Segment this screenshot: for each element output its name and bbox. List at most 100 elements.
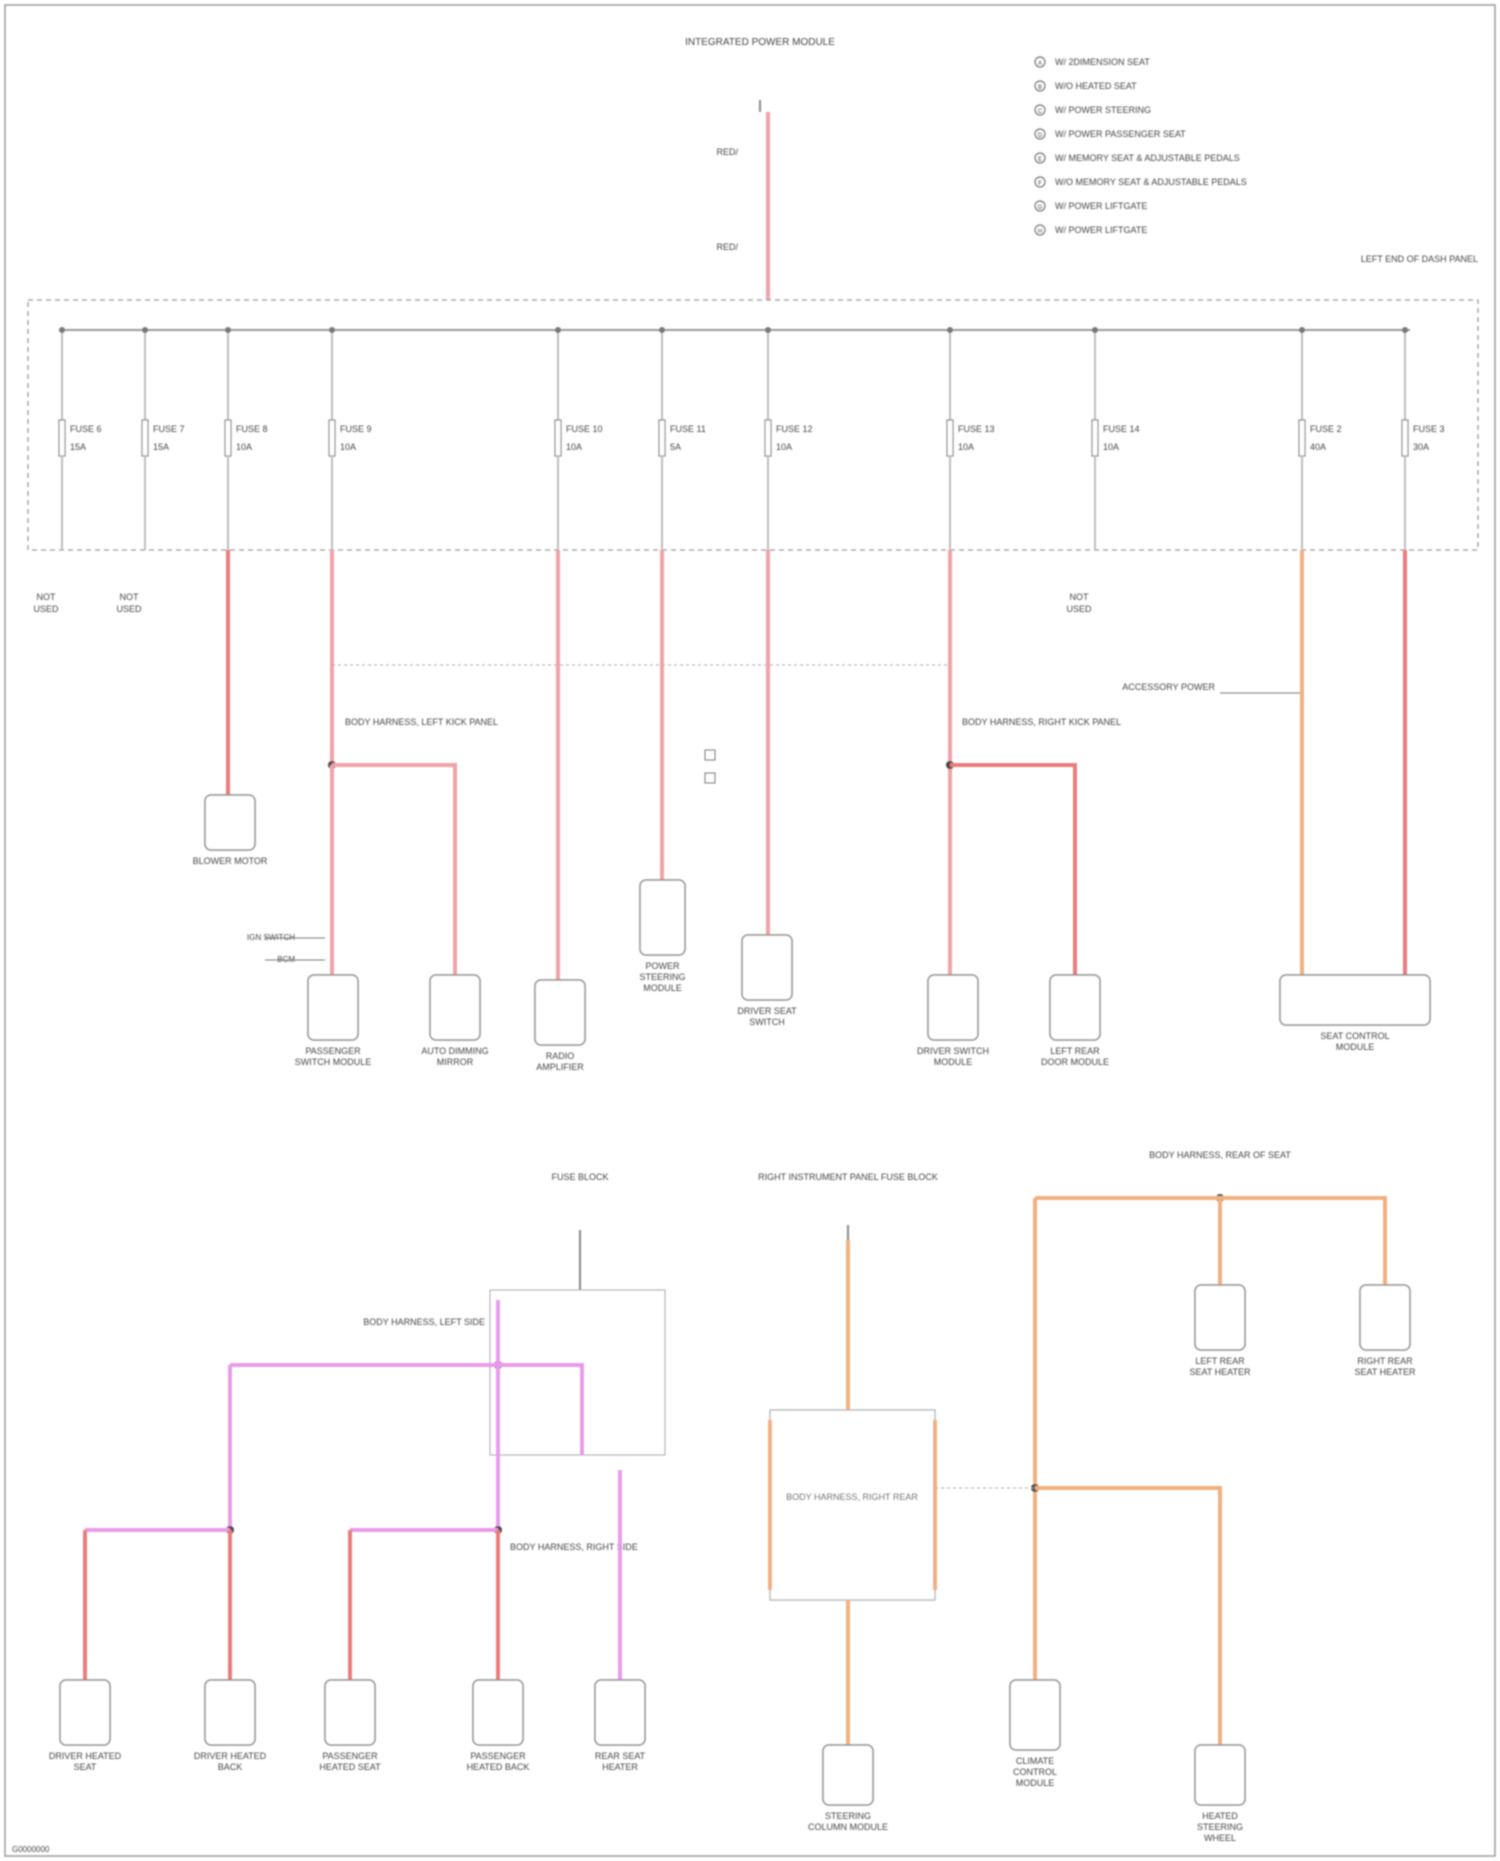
lower-right-top-bus bbox=[1035, 1198, 1385, 1285]
fuse-output-label-1-b: USED bbox=[33, 604, 59, 614]
lower-left-component-1-label: SEAT bbox=[74, 1762, 97, 1772]
driver-seat-switch-box bbox=[742, 935, 792, 1000]
lower-left-component-2-label: BACK bbox=[218, 1762, 243, 1772]
legend-text-8: W/ POWER LIFTGATE bbox=[1055, 225, 1147, 235]
fuse-element-1 bbox=[59, 420, 65, 456]
legend-text-3: W/ POWER STEERING bbox=[1055, 105, 1151, 115]
climate-control-module-label: CONTROL bbox=[1013, 1767, 1057, 1777]
lower-right-source-label: BODY HARNESS, REAR OF SEAT bbox=[1149, 1150, 1291, 1160]
fuse-element-7 bbox=[765, 420, 771, 456]
seat-control-module-label: MODULE bbox=[1336, 1042, 1375, 1052]
legend-text-2: W/O HEATED SEAT bbox=[1055, 81, 1137, 91]
fuse-rating-1: 15A bbox=[70, 442, 86, 452]
legend-text-4: W/ POWER PASSENGER SEAT bbox=[1055, 129, 1186, 139]
lower-mid-source-label: RIGHT INSTRUMENT PANEL FUSE BLOCK bbox=[758, 1172, 938, 1182]
fuse-name-1: FUSE 6 bbox=[70, 424, 102, 434]
left-rear-seat-heater-label: LEFT REAR bbox=[1195, 1356, 1245, 1366]
legend-symbol-letter: E bbox=[1038, 157, 1042, 163]
fuse-element-10 bbox=[1299, 420, 1305, 456]
climate-control-module-label: MODULE bbox=[1016, 1778, 1055, 1788]
legend-text-1: W/ 2DIMENSION SEAT bbox=[1055, 57, 1150, 67]
lower-left-relay-box bbox=[490, 1290, 665, 1455]
right-kick-splice-label: BODY HARNESS, RIGHT KICK PANEL bbox=[962, 717, 1121, 727]
lower-mid-splice-box bbox=[770, 1410, 935, 1600]
lower-left-component-4-box bbox=[473, 1680, 523, 1745]
fuse-rating-2: 15A bbox=[153, 442, 169, 452]
legend-text-7: W/ POWER LIFTGATE bbox=[1055, 201, 1147, 211]
left-rear-door-wire bbox=[950, 765, 1075, 975]
radio-amplifier-label: RADIO bbox=[546, 1051, 575, 1061]
fuse-element-8 bbox=[947, 420, 953, 456]
fuse-element-4 bbox=[329, 420, 335, 456]
fuse-name-8: FUSE 13 bbox=[958, 424, 995, 434]
fuse-element-2 bbox=[142, 420, 148, 456]
legend-text-5: W/ MEMORY SEAT & ADJUSTABLE PEDALS bbox=[1055, 153, 1240, 163]
lower-left-component-4-label: HEATED BACK bbox=[467, 1762, 530, 1772]
lower-left-bus bbox=[230, 1365, 582, 1455]
lower-left-component-3-label: PASSENGER bbox=[322, 1751, 378, 1761]
blower-motor-label: BLOWER MOTOR bbox=[193, 856, 268, 866]
lower-middle-circuits: RIGHT INSTRUMENT PANEL FUSE BLOCK BODY HA… bbox=[758, 1172, 938, 1832]
fuse-output-label-2-b: USED bbox=[116, 604, 142, 614]
driver-seat-switch-label: DRIVER SEAT bbox=[737, 1006, 797, 1016]
lower-left-component-5-label: REAR SEAT bbox=[595, 1751, 646, 1761]
left-rear-door-module-label: DOOR MODULE bbox=[1041, 1057, 1109, 1067]
accessory-power-label: ACCESSORY POWER bbox=[1122, 682, 1215, 692]
fuse-bus-tap-5 bbox=[555, 327, 561, 333]
fuse-name-2: FUSE 7 bbox=[153, 424, 185, 434]
legend-symbol-letter: H bbox=[1038, 229, 1042, 235]
lower-right-circuits: BODY HARNESS, REAR OF SEATLEFT REARSEAT … bbox=[935, 1150, 1416, 1843]
heated-steering-wheel-label: STEERING bbox=[1197, 1822, 1243, 1832]
lower-left-component-1-box bbox=[60, 1680, 110, 1745]
right-rear-seat-heater-box bbox=[1360, 1285, 1410, 1350]
fuse-rating-3: 10A bbox=[236, 442, 252, 452]
power-steering-module-label: POWER bbox=[645, 961, 680, 971]
lower-left-source-label: FUSE BLOCK bbox=[551, 1172, 608, 1182]
legend-symbol-letter: D bbox=[1038, 133, 1043, 139]
driver-switch-module-label: DRIVER SWITCH bbox=[917, 1046, 989, 1056]
fuse-rating-10: 40A bbox=[1310, 442, 1326, 452]
lower-left-component-2-box bbox=[205, 1680, 255, 1745]
footer-code: G0000000 bbox=[12, 1845, 50, 1854]
main-feed-wire-label-bottom: RED/ bbox=[716, 242, 738, 252]
blower-motor-box bbox=[205, 795, 255, 850]
fuse-name-5: FUSE 10 bbox=[566, 424, 603, 434]
fuse-rating-4: 10A bbox=[340, 442, 356, 452]
fuse-block-label: LEFT END OF DASH PANEL bbox=[1361, 254, 1478, 264]
option-marker-a bbox=[705, 750, 715, 760]
fuse-name-3: FUSE 8 bbox=[236, 424, 268, 434]
fuse-rating-11: 30A bbox=[1413, 442, 1429, 452]
lower-left-component-2-label: DRIVER HEATED bbox=[194, 1751, 267, 1761]
fuse-name-10: FUSE 2 bbox=[1310, 424, 1342, 434]
passenger-switch-module-label: PASSENGER bbox=[305, 1046, 361, 1056]
lower-left-component-3-box bbox=[325, 1680, 375, 1745]
radio-amplifier-box bbox=[535, 980, 585, 1045]
fuse-element-3 bbox=[225, 420, 231, 456]
left-rear-door-module-label: LEFT REAR bbox=[1050, 1046, 1100, 1056]
fuse-name-6: FUSE 11 bbox=[670, 424, 706, 434]
heated-steering-wire bbox=[1035, 1488, 1220, 1745]
right-rear-seat-heater-label: SEAT HEATER bbox=[1354, 1367, 1416, 1377]
fuse-element-6 bbox=[659, 420, 665, 456]
power-steering-module-label: MODULE bbox=[643, 983, 682, 993]
auto-dimming-mirror-label: MIRROR bbox=[437, 1057, 474, 1067]
legend-symbol-letter: C bbox=[1038, 109, 1043, 115]
fuse-element-11 bbox=[1402, 420, 1408, 456]
main-feed-wire-label-top: RED/ bbox=[716, 147, 738, 157]
fuse-name-7: FUSE 12 bbox=[776, 424, 813, 434]
fuse-rating-8: 10A bbox=[958, 442, 974, 452]
fuse-output-label-9-b: USED bbox=[1066, 604, 1092, 614]
fuse-rating-6: 5A bbox=[670, 442, 681, 452]
fuse-name-11: FUSE 3 bbox=[1413, 424, 1445, 434]
lower-mid-box-label: BODY HARNESS, RIGHT REAR bbox=[786, 1492, 918, 1502]
fuse-rating-7: 10A bbox=[776, 442, 792, 452]
auto-dimming-mirror-box bbox=[430, 975, 480, 1040]
fuse-output-label-2: NOT bbox=[120, 592, 140, 602]
left-rear-seat-heater-label: SEAT HEATER bbox=[1189, 1367, 1251, 1377]
seat-control-module-label: SEAT CONTROL bbox=[1320, 1031, 1389, 1041]
passenger-switch-module-label: SWITCH MODULE bbox=[295, 1057, 372, 1067]
